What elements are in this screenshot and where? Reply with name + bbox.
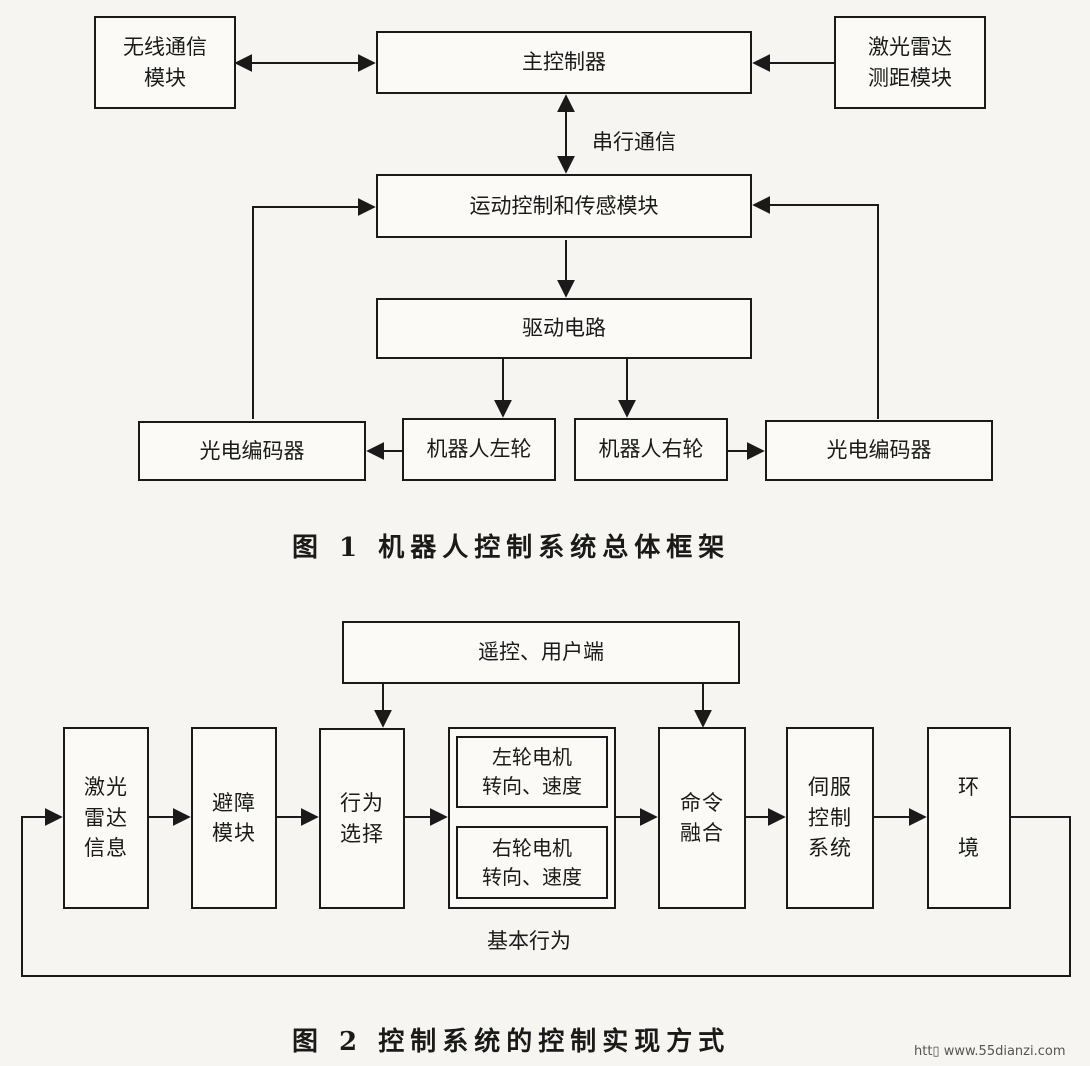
behavior-select-label: 行为 选择 — [340, 791, 384, 846]
lidar-info-label: 激光 雷达 信息 — [84, 775, 128, 861]
main-controller-label: 主控制器 — [522, 50, 606, 75]
encoder-left-box: 光电编码器 — [138, 421, 366, 481]
motion-sensing-box: 运动控制和传感模块 — [376, 174, 752, 238]
motion-sensing-label: 运动控制和传感模块 — [469, 193, 659, 218]
wireless-module-box: 无线通信 模块 — [94, 16, 236, 109]
encoder-right-label: 光电编码器 — [826, 438, 932, 463]
remote-user-label: 遥控、用户端 — [478, 640, 604, 665]
left-motor-label: 左轮电机 转向、速度 — [482, 745, 582, 798]
lidar-module-box: 激光雷达 测距模块 — [834, 16, 986, 109]
servo-control-box: 伺服 控制 系统 — [786, 727, 874, 909]
behavior-select-box: 行为 选择 — [319, 728, 405, 909]
encoder-right-box: 光电编码器 — [765, 420, 993, 481]
feedback-right — [752, 196, 879, 419]
drive-circuit-label: 驱动电路 — [522, 316, 606, 341]
command-fusion-label: 命令 融合 — [680, 790, 724, 845]
watermark: htt▯ www.55dianzi.com — [914, 1044, 1066, 1059]
right-motor-label: 右轮电机 转向、速度 — [482, 835, 582, 889]
drive-circuit-box: 驱动电路 — [376, 298, 752, 359]
remote-user-box: 遥控、用户端 — [342, 621, 740, 684]
left-wheel-label: 机器人左轮 — [426, 437, 532, 462]
serial-comm-label: 串行通信 — [592, 130, 676, 154]
obstacle-avoid-label: 避障 模块 — [212, 790, 256, 845]
environment-box: 环 境 — [927, 727, 1011, 909]
wireless-module-label: 无线通信 模块 — [123, 35, 207, 90]
obstacle-avoid-box: 避障 模块 — [191, 727, 277, 909]
figure1-caption: 图 1 机器人控制系统总体框架 — [292, 533, 731, 563]
right-wheel-box: 机器人右轮 — [574, 418, 728, 481]
right-motor-box: 右轮电机 转向、速度 — [456, 826, 608, 899]
lidar-module-label: 激光雷达 测距模块 — [868, 35, 952, 90]
command-fusion-box: 命令 融合 — [658, 727, 746, 909]
basic-behavior-label: 基本行为 — [487, 929, 571, 953]
left-motor-box: 左轮电机 转向、速度 — [456, 736, 608, 808]
right-wheel-label: 机器人右轮 — [598, 437, 704, 462]
environment-label: 环 境 — [958, 775, 980, 861]
feedback-env-lidar — [21, 808, 1071, 977]
lidar-info-box: 激光 雷达 信息 — [63, 727, 149, 909]
main-controller-box: 主控制器 — [376, 31, 752, 94]
servo-control-label: 伺服 控制 系统 — [808, 775, 852, 861]
figure2-caption: 图 2 控制系统的控制实现方式 — [292, 1027, 731, 1057]
left-wheel-box: 机器人左轮 — [402, 418, 556, 481]
encoder-left-label: 光电编码器 — [199, 438, 305, 463]
feedback-left — [252, 198, 376, 419]
